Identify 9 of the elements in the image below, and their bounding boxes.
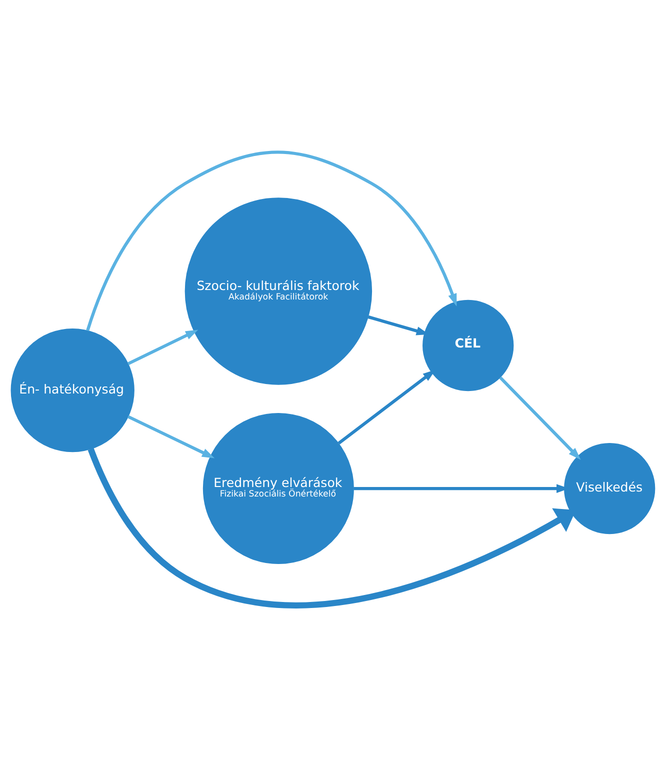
node-circle: Én- hatékonyság: [10, 328, 134, 452]
arrow: [88, 448, 576, 608]
arrow: [499, 376, 581, 460]
node-circle: Eredmény elvárások Fizikai Szociális Önértékelő: [202, 413, 354, 564]
arrow: [127, 330, 198, 366]
arrow: [86, 150, 457, 332]
node-circle: Viselkedés: [564, 442, 656, 534]
arrow: [127, 415, 215, 458]
arrow: [338, 370, 436, 445]
